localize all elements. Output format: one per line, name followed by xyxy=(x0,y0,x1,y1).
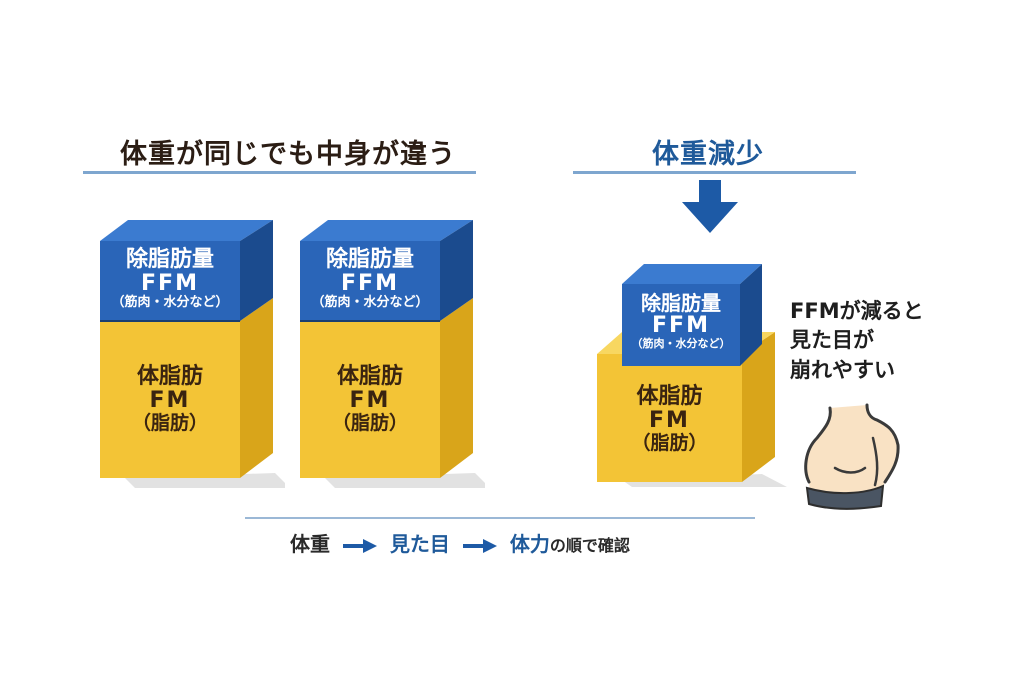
left-title: 体重が同じでも中身が違う xyxy=(120,139,456,170)
fm-note: （脂肪） xyxy=(131,412,208,435)
fm-note: （脂肪） xyxy=(631,432,708,455)
fm-label: 体脂肪 xyxy=(136,364,203,389)
cube-3-fm-front xyxy=(597,354,742,482)
ffm-note: （筋肉・水分など） xyxy=(111,295,229,311)
ffm-label: 除脂肪量 xyxy=(125,247,214,272)
ffm-abbr: FFM xyxy=(341,271,399,297)
side-note: FFMが減ると 見た目が 崩れやすい xyxy=(790,297,924,385)
arrow-right-icon xyxy=(342,538,377,553)
right-title-rule xyxy=(573,171,856,174)
cube-1-fm-front xyxy=(100,321,240,478)
cube-1 xyxy=(100,220,285,488)
cube-3-fm-side xyxy=(742,332,775,482)
side-note-line: 崩れやすい xyxy=(790,357,895,382)
ffm-abbr: FFM xyxy=(652,313,710,338)
cube-2-ffm-top xyxy=(300,220,473,241)
cube-1-fm-side xyxy=(240,298,273,478)
arrow-right-icon xyxy=(462,538,497,553)
cube-1-ffm-side xyxy=(240,220,273,321)
footer-rule xyxy=(245,517,755,519)
cube-2-fm-side xyxy=(440,298,473,478)
cube-1-ffm-text: 除脂肪量 FFM （筋肉・水分など） xyxy=(100,247,240,311)
footer-text: 体重 見た目 体力の順で確認 xyxy=(290,528,630,557)
fm-label: 体脂肪 xyxy=(636,384,703,409)
fm-abbr: FM xyxy=(349,388,391,414)
cube-3-ffm-side xyxy=(740,264,762,366)
cube-2-ffm-side xyxy=(440,220,473,321)
footer-step-weight: 体重 xyxy=(290,532,330,556)
arrow-down-icon xyxy=(682,180,738,233)
ffm-note: （筋肉・水分など） xyxy=(311,295,429,311)
cube-1-fm-text: 体脂肪 FM （脂肪） xyxy=(100,364,240,435)
footer-step-appearance: 見た目 xyxy=(389,532,450,556)
footer-suffix: の順で確認 xyxy=(549,536,630,555)
cube-2-ffm-text: 除脂肪量 FFM （筋肉・水分など） xyxy=(300,247,440,311)
ffm-note: （筋肉・水分など） xyxy=(631,337,731,351)
cube-1-ffm-front xyxy=(100,241,240,321)
side-note-line: FFMが減ると xyxy=(790,299,924,323)
cube-3-ffm-top xyxy=(622,264,762,284)
fm-abbr: FM xyxy=(649,408,690,434)
cube-2 xyxy=(300,220,485,488)
cube-3-ffm-front xyxy=(622,284,740,366)
cube-3-fm-text: 体脂肪 FM （脂肪） xyxy=(597,384,742,455)
ffm-label: 除脂肪量 xyxy=(325,247,414,272)
cube-2-fm-text: 体脂肪 FM （脂肪） xyxy=(300,364,440,435)
footer-step-stamina: 体力 xyxy=(509,532,550,556)
cube-1-ffm-top xyxy=(100,220,273,241)
ffm-label: 除脂肪量 xyxy=(641,291,721,315)
left-title-rule xyxy=(83,171,476,174)
side-note-line: 見た目が xyxy=(790,328,874,353)
fm-label: 体脂肪 xyxy=(336,364,403,389)
cube-2-ffm-front xyxy=(300,241,440,321)
cube-2-fm-front xyxy=(300,321,440,478)
belly-torso-icon xyxy=(804,403,900,510)
ffm-abbr: FFM xyxy=(141,271,199,297)
cube-3-ffm-text: 除脂肪量 FFM （筋肉・水分など） xyxy=(622,292,740,350)
fm-abbr: FM xyxy=(149,388,191,414)
cube-3 xyxy=(597,264,787,487)
right-title: 体重減少 xyxy=(652,139,764,170)
fm-note: （脂肪） xyxy=(331,412,408,435)
